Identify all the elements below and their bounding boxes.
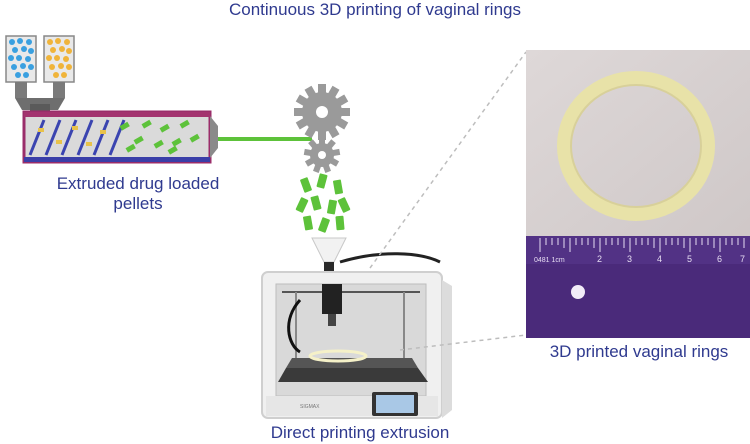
falling-pellets [295,173,351,233]
gear-small-icon [303,137,341,173]
printer-brand: SIGMAX [300,404,320,410]
ruler-number: 5 [687,254,692,264]
feed-funnel [311,237,347,263]
rings-label: 3D printed vaginal rings [549,342,729,361]
ruler-hole [571,285,585,299]
pellets-label: Extruded drug loaded pellets [28,174,248,214]
pellets-label-line1: Extruded drug loaded [56,174,220,193]
ruler-numbers: 2 3 4 5 6 7 [597,254,745,264]
hopper-blue [5,35,37,98]
extruder-barrel [22,110,218,164]
ruler-text: 0481 1cm [534,257,565,264]
diagram-title: Continuous 3D printing of vaginal rings [228,0,521,19]
ruler-number: 3 [627,254,632,264]
zoom-lines [369,51,527,351]
ruler-number: 7 [740,254,745,264]
ring-photo: 0481 1cm 2 3 4 5 6 7 [526,50,750,338]
ruler-number: 6 [717,254,722,264]
extrusion-label: Direct printing extrusion [270,423,450,442]
vaginal-ring [557,71,715,221]
pellets-label-line2: pellets [113,194,163,213]
ruler-number: 2 [597,254,602,264]
hopper-yellow [43,35,75,98]
gear-large-icon [294,84,350,140]
ruler-number: 4 [657,254,662,264]
printer-3d: SIGMAX [261,252,452,419]
